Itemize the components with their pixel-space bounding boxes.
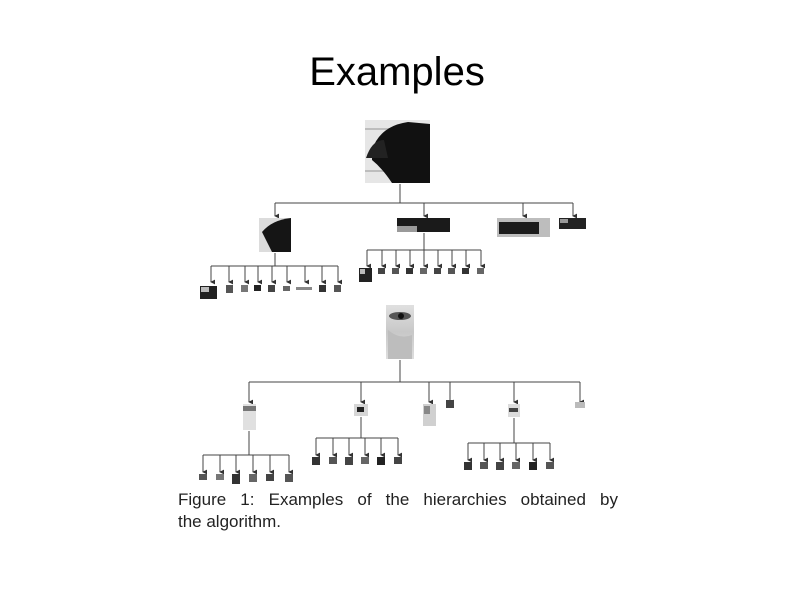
bull-root-image: [365, 120, 430, 183]
eye-grandchildren-1: [199, 474, 293, 484]
eye-children: [243, 400, 585, 430]
caption-line-1: Figure 1: Examples of the hierarchies ob…: [178, 490, 618, 509]
caption-line-2: the algorithm.: [178, 512, 281, 531]
bull-child-3: [497, 218, 550, 237]
bull-child-2: [397, 218, 450, 232]
slide-title: Examples: [309, 50, 485, 94]
figure-caption: Figure 1: Examples of the hierarchies ob…: [178, 489, 618, 533]
bull-child-4: [559, 218, 586, 229]
eye-root-image: [386, 305, 414, 359]
hierarchy-bull: [200, 120, 586, 299]
eye-grandchildren-3: [464, 462, 554, 470]
bull-grandchildren-2: [359, 268, 484, 282]
hierarchy-eye: [199, 305, 585, 484]
bull-grandchildren-1: [200, 285, 341, 299]
eye-grandchildren-2: [312, 457, 402, 465]
bull-child-1: [259, 218, 291, 252]
